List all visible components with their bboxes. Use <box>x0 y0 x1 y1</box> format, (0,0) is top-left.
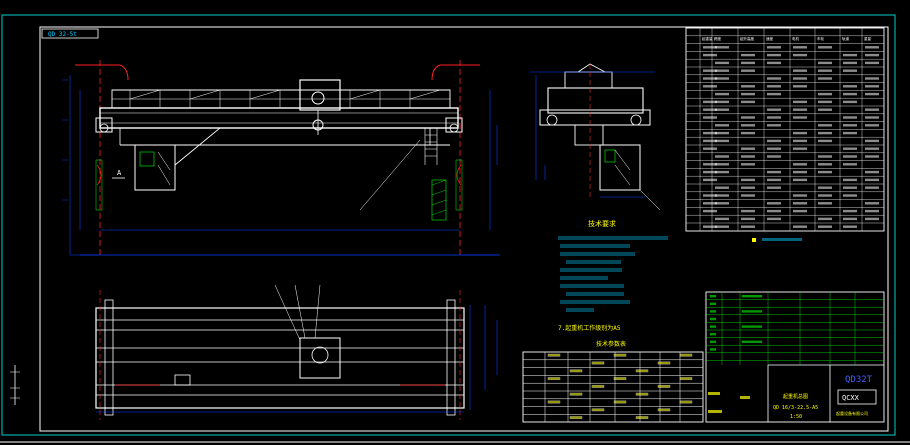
title-block-scale: 1:50 <box>790 414 802 420</box>
note-item: 7.起重机工作级别为A5 <box>558 324 621 332</box>
svg-text:A: A <box>117 169 122 177</box>
spec-table-header-cell: 起重量 <box>702 36 713 41</box>
plan-view <box>95 284 498 420</box>
spec-table-header-cell: 速度 <box>766 36 774 41</box>
doc-label-box: QD 32-5t <box>41 28 99 39</box>
front-elevation-view: A <box>62 60 500 256</box>
spec-table-header-cell: 轨道 <box>842 36 850 41</box>
title-block: QD32T 起重机总图 QD 16/3-22.5-A5 1:50 QCXX 起重… <box>705 291 885 423</box>
technical-notes: 技术要求 7.起重机工作级别为A5 <box>558 219 668 332</box>
spec-table-header-cell: 跨度 <box>714 36 722 41</box>
side-elevation-view <box>530 63 661 211</box>
spec-table-header-cell: 电机 <box>792 36 800 41</box>
title-block-code: QD32T <box>845 375 873 385</box>
spec-table-header-cell: 重量 <box>864 36 872 41</box>
spec-table-header-cell: 车轮 <box>817 36 825 41</box>
title-block-title: 起重机总图 <box>783 393 808 400</box>
param-heading: 技术参数表 <box>596 340 626 348</box>
notes-heading: 技术要求 <box>588 219 616 228</box>
spec-table-header-cell: 起升高度 <box>740 36 754 41</box>
company-name: 起重设备有限公司 <box>836 410 868 416</box>
company-logo: QCXX <box>842 394 860 402</box>
sheet-outer-frame <box>1 14 896 436</box>
sheet-inner-frame <box>39 26 889 432</box>
title-block-drawing-no: QD 16/3-22.5-A5 <box>773 405 818 411</box>
spec-table: 起重量跨度 起升高度 速度 电机 车轮 轨道 重量 <box>685 27 885 242</box>
doc-label-text: QD 32-5t <box>48 31 77 38</box>
scale-marker <box>10 365 20 405</box>
parameter-table: 技术参数表 <box>522 340 704 423</box>
